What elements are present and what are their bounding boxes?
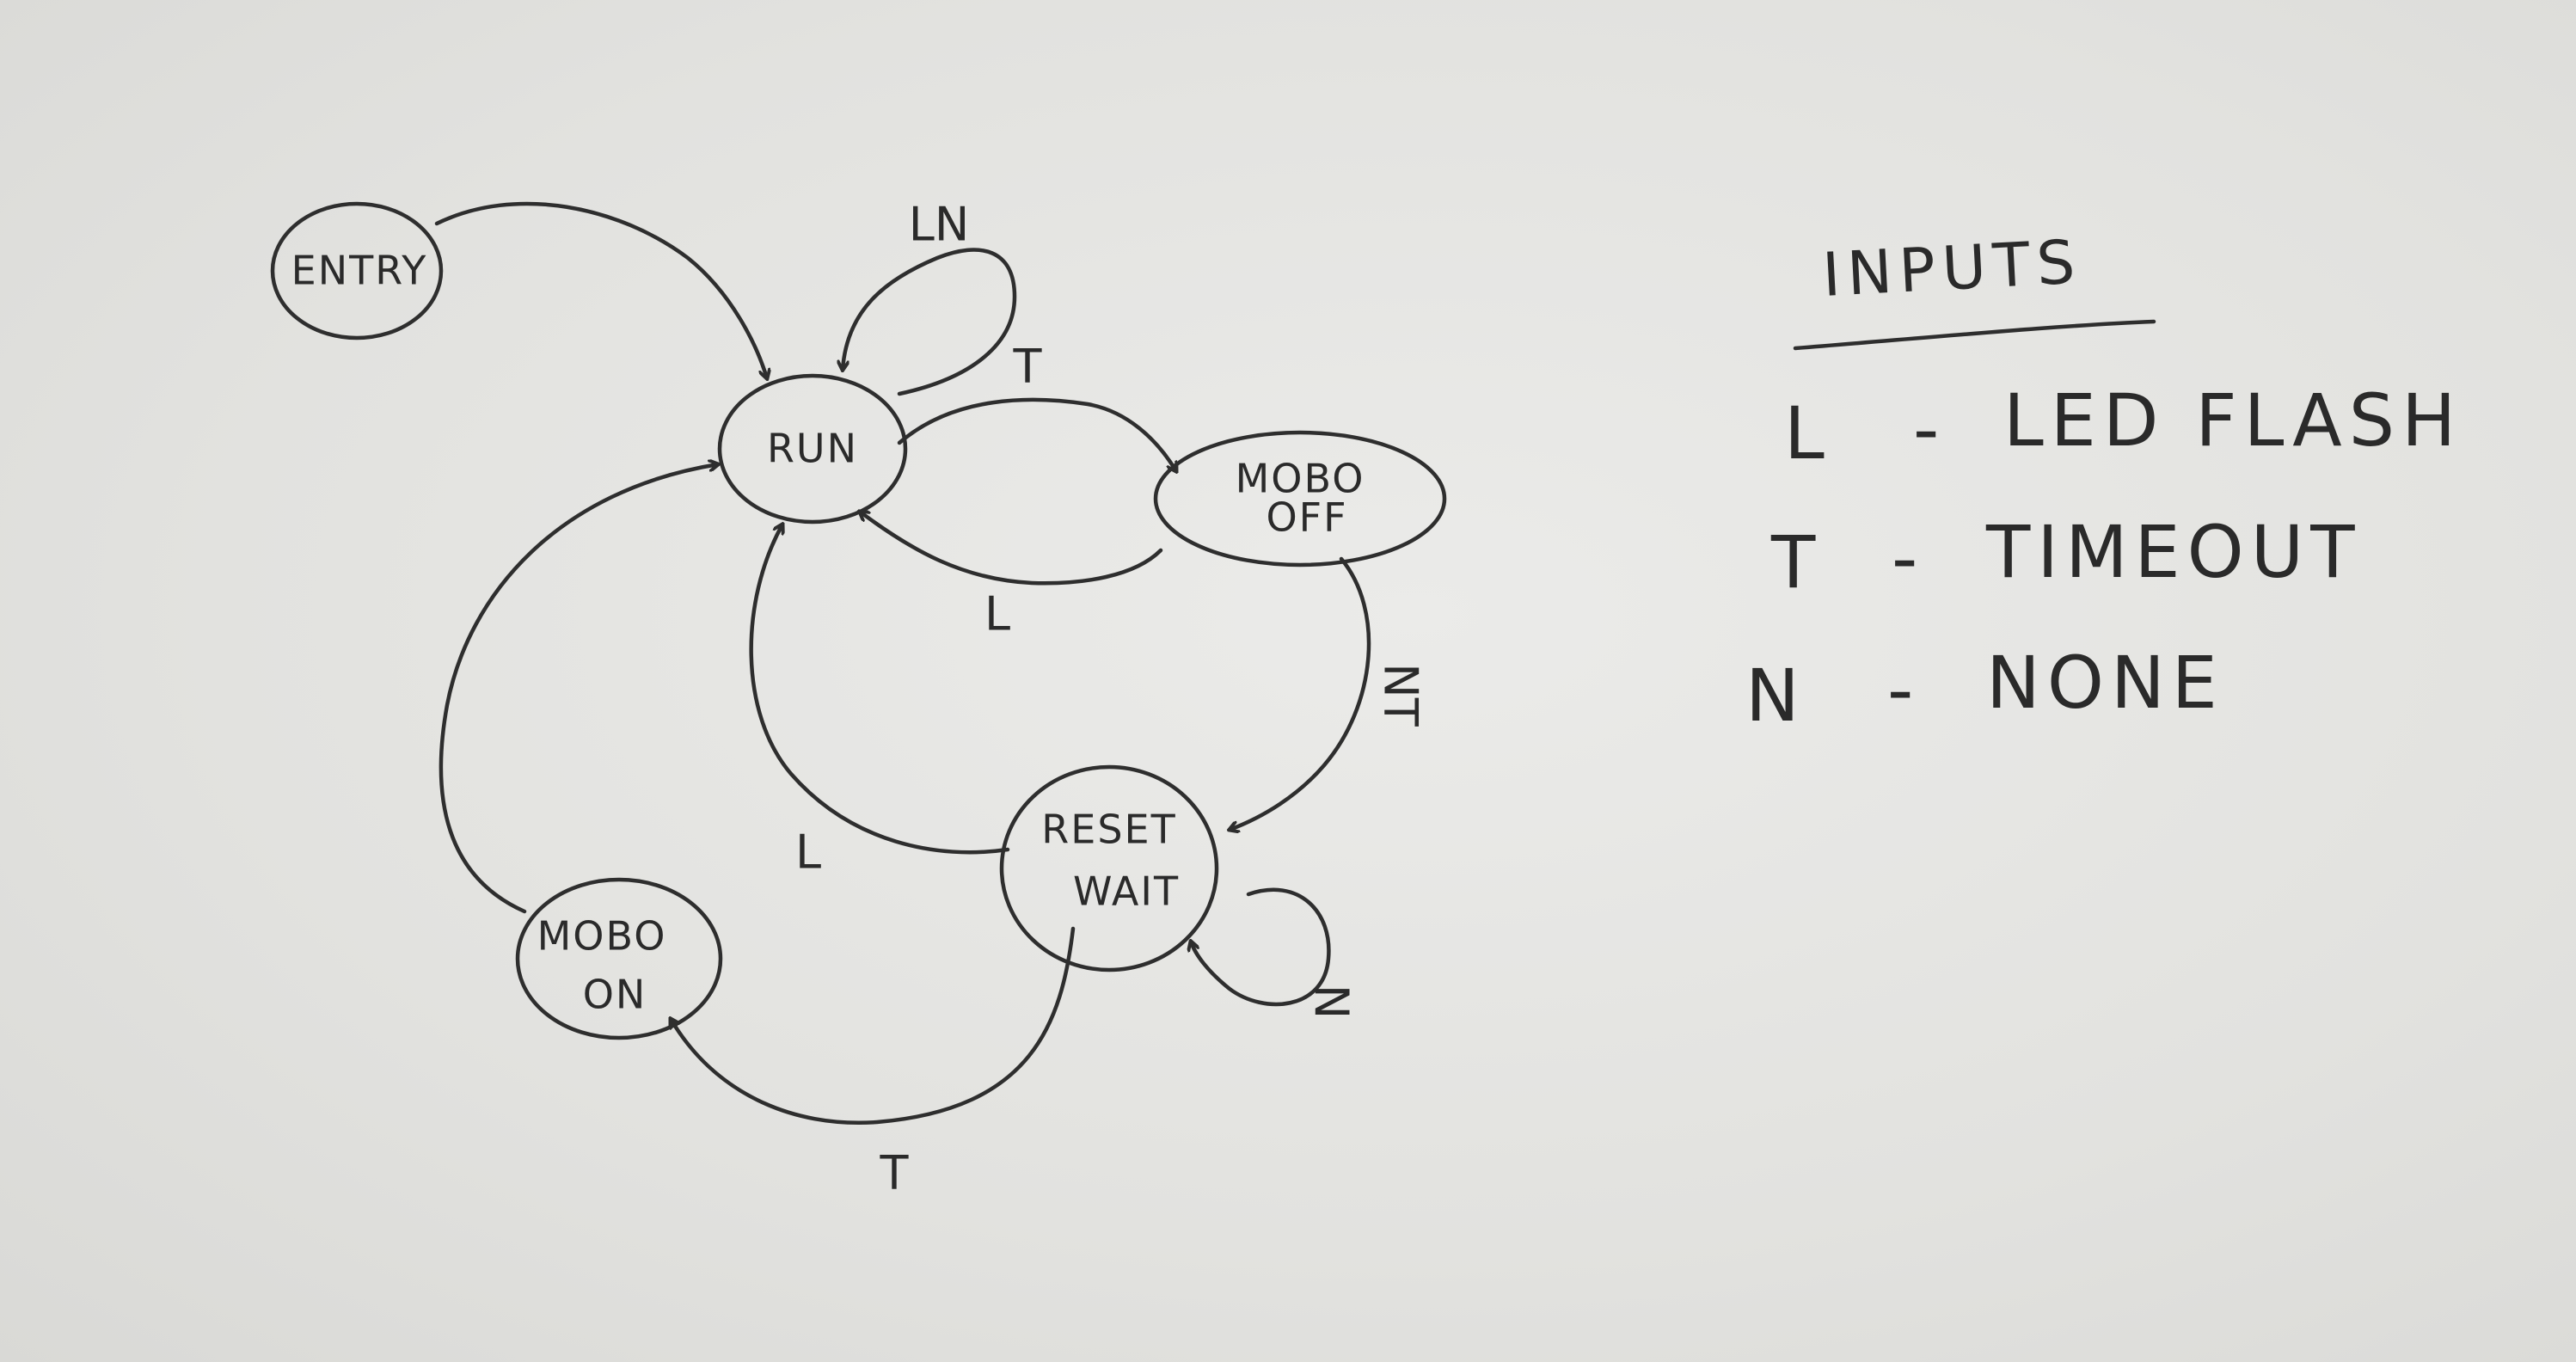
edge-reset-wait-self-loop (1191, 887, 1331, 1007)
legend-desc-n: NONE (1986, 641, 2224, 725)
state-reset-wait-label-2: WAIT (1073, 868, 1180, 915)
state-reset-wait: RESET WAIT (999, 764, 1219, 972)
label-run-self: LN (909, 198, 969, 252)
edge-run-to-mobo-off (897, 397, 1176, 471)
state-reset-wait-label-1: RESET (1041, 807, 1176, 853)
label-run-to-mobo-off: T (1013, 340, 1043, 394)
state-mobo-off: MOBO OFF (1153, 430, 1447, 568)
state-mobo-off-label-2: OFF (1266, 494, 1347, 541)
label-mobo-off-to-reset-wait: NT (1373, 663, 1427, 727)
edge-mobo-off-to-reset-wait (1230, 556, 1371, 830)
legend-item-l: L - LED FLASH (1784, 378, 2463, 475)
legend-dash-t: - (1892, 516, 1924, 600)
legend-dash-l: - (1913, 387, 1946, 471)
edge-reset-wait-to-mobo-on (671, 926, 1076, 1125)
label-reset-wait-to-run: L (795, 825, 821, 880)
legend: INPUTS L - LED FLASH T - TIMEOUT N - NON… (1745, 226, 2463, 738)
edge-mobo-off-to-run (860, 512, 1163, 586)
legend-desc-l: LED FLASH (2003, 378, 2463, 463)
transition-edges (434, 201, 1371, 1125)
label-mobo-off-to-run: L (984, 587, 1010, 641)
edge-entry-to-run (434, 201, 767, 378)
state-entry-label: ENTRY (291, 248, 428, 294)
state-mobo-on-label-2: ON (583, 972, 647, 1018)
state-mobo-on: MOBO ON (515, 877, 723, 1040)
legend-desc-t: TIMEOUT (1985, 510, 2362, 594)
legend-title: INPUTS (1821, 226, 2084, 310)
legend-dash-n: - (1887, 647, 1920, 732)
legend-item-n: N - NONE (1745, 641, 2224, 738)
legend-item-t: T - TIMEOUT (1770, 510, 2362, 604)
legend-key-n: N (1745, 653, 1806, 738)
legend-key-t: T (1770, 520, 1822, 604)
edge-run-self-loop (843, 248, 1017, 396)
edge-reset-wait-to-run (749, 525, 1010, 855)
state-run-label: RUN (767, 426, 858, 472)
transition-labels: LN T L NT L N T (795, 198, 1427, 1200)
state-run: RUN (717, 373, 908, 525)
edge-mobo-on-to-run (439, 464, 718, 914)
state-mobo-on-label-1: MOBO (537, 913, 667, 960)
state-entry: ENTRY (270, 201, 444, 340)
legend-underline (1793, 319, 2156, 351)
label-reset-wait-self: N (1307, 985, 1361, 1019)
label-reset-wait-to-mobo-on: T (880, 1146, 910, 1200)
legend-key-l: L (1784, 391, 1831, 475)
state-mobo-off-label-1: MOBO (1236, 456, 1365, 502)
